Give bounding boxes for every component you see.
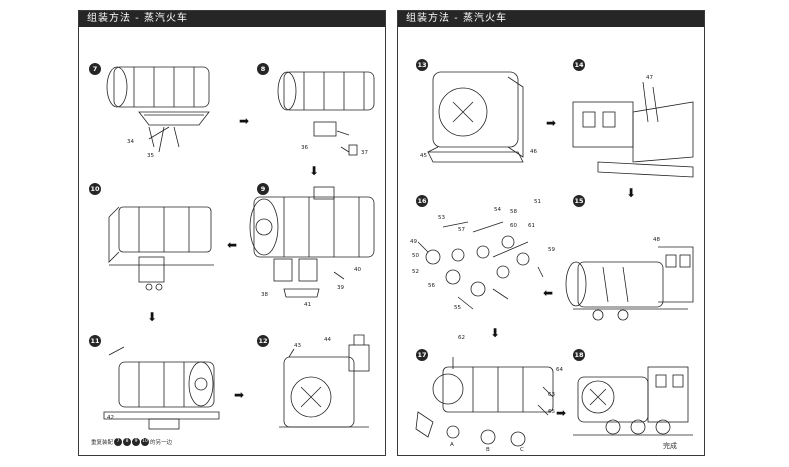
part-label: 52 xyxy=(412,269,419,275)
footer-suffix: 的另一边 xyxy=(150,440,173,446)
step-18-illustration xyxy=(573,366,693,436)
step-14-illustration xyxy=(572,81,694,178)
arrow-down-icon: ⬇ xyxy=(626,186,637,200)
step-10-illustration xyxy=(108,206,214,291)
arrow-down-icon: ⬇ xyxy=(147,310,158,324)
step-badge-8: 8 xyxy=(257,63,269,75)
part-label: 56 xyxy=(428,283,435,289)
part-label: B xyxy=(486,447,490,453)
step-15-illustration xyxy=(565,246,694,321)
step-badge-13: 13 xyxy=(416,59,428,71)
part-label: 46 xyxy=(530,149,537,155)
part-label: 63 xyxy=(548,392,555,398)
part-label: 55 xyxy=(454,305,461,311)
step-17-illustration xyxy=(415,357,554,447)
footer-badge: 8 xyxy=(123,438,132,446)
step-badge-7: 7 xyxy=(89,63,101,75)
step-16-illustration xyxy=(417,221,544,310)
part-label: 48 xyxy=(653,237,660,243)
page-header: 组装方法 - 蒸汽火车 xyxy=(398,11,704,27)
arrow-down-icon: ⬇ xyxy=(490,326,501,340)
part-label: 38 xyxy=(261,292,268,298)
arrow-left-icon: ⬅ xyxy=(543,286,554,300)
part-label: 44 xyxy=(324,337,331,343)
step-badge-9: 9 xyxy=(257,183,269,195)
part-label: 41 xyxy=(304,302,311,308)
assembly-illustrations xyxy=(415,71,694,447)
step-8-illustration xyxy=(277,71,375,156)
part-label: 61 xyxy=(528,223,535,229)
step-12-illustration xyxy=(279,334,370,428)
assembly-illustrations xyxy=(103,66,375,430)
step-7-illustration xyxy=(106,66,210,153)
part-label: 45 xyxy=(420,153,427,159)
page-header: 组装方法 - 蒸汽火车 xyxy=(79,11,385,27)
instruction-page-left: 组装方法 - 蒸汽火车 xyxy=(78,10,386,456)
part-label: 34 xyxy=(127,139,134,145)
step-badge-16: 16 xyxy=(416,195,428,207)
part-label: 35 xyxy=(147,153,154,159)
part-label: 50 xyxy=(412,253,419,259)
part-label: 64 xyxy=(556,367,563,373)
step-badge-11: 11 xyxy=(89,335,101,347)
arrow-right-icon: ➡ xyxy=(239,114,250,128)
instruction-page-right: 组装方法 - 蒸汽火车 xyxy=(397,10,705,456)
arrow-right-icon: ➡ xyxy=(546,116,557,130)
step-badge-15: 15 xyxy=(573,195,585,207)
arrow-right-icon: ➡ xyxy=(556,406,567,420)
part-label: 53 xyxy=(438,215,445,221)
part-label: 54 xyxy=(494,207,501,213)
footer-badge: 10 xyxy=(141,438,150,446)
part-label: 65 xyxy=(548,409,555,415)
arrow-right-icon: ➡ xyxy=(234,388,245,402)
arrow-left-icon: ⬅ xyxy=(227,238,238,252)
part-label: 37 xyxy=(361,150,368,156)
part-label: 62 xyxy=(458,335,465,341)
step-11-illustration xyxy=(103,346,220,430)
step-13-illustration xyxy=(427,71,524,163)
part-label: C xyxy=(520,447,524,453)
part-label: 47 xyxy=(646,75,653,81)
footer-badge: 9 xyxy=(132,438,141,446)
step-9-illustration xyxy=(249,186,375,298)
arrow-down-icon: ⬇ xyxy=(309,164,320,178)
step-badge-17: 17 xyxy=(416,349,428,361)
step-badge-12: 12 xyxy=(257,335,269,347)
part-label: 59 xyxy=(548,247,555,253)
part-label: 43 xyxy=(294,343,301,349)
step-badge-18: 18 xyxy=(573,349,585,361)
part-label: 36 xyxy=(301,145,308,151)
finish-label: 完成 xyxy=(663,442,677,450)
footer-badge: 7 xyxy=(114,438,123,446)
step-badge-14: 14 xyxy=(573,59,585,71)
part-label: 42 xyxy=(107,415,114,421)
footer-prefix: 重复装配 xyxy=(91,440,114,446)
steps-area: 7 8 9 10 11 12 34 35 36 37 38 39 40 41 4… xyxy=(79,27,385,455)
part-label: 58 xyxy=(510,209,517,215)
part-label: 40 xyxy=(354,267,361,273)
part-label: A xyxy=(450,442,454,448)
part-label: 49 xyxy=(410,239,417,245)
part-label: 51 xyxy=(534,199,541,205)
footer-note: 重复装配 7 8 9 10 的另一边 xyxy=(91,437,172,447)
part-label: 60 xyxy=(510,223,517,229)
part-label: 39 xyxy=(337,285,344,291)
step-badge-10: 10 xyxy=(89,183,101,195)
part-label: 57 xyxy=(458,227,465,233)
steps-area: 13 14 15 16 17 18 45 46 47 48 49 50 51 5… xyxy=(398,27,704,455)
